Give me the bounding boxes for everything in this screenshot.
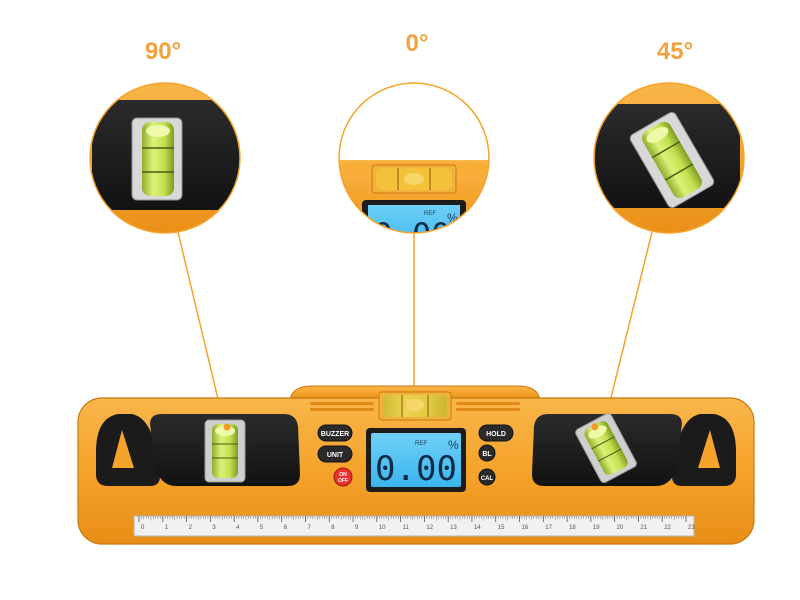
leader-line-left [177,231,225,425]
angle-label-90: 90° [144,38,182,65]
lcd-ref-label: REF [415,441,427,447]
ruler-number: 19 [593,525,600,531]
zoom-lcd-reading: 0.00 [373,216,450,254]
vial-90-degree [204,419,246,483]
ruler-number: 21 [640,525,647,531]
ruler-number: 14 [474,525,481,531]
ruler-number: 0 [141,525,145,531]
ruler-ticks [138,516,687,522]
angle-label-0: 0° [405,30,429,57]
ruler-number: 10 [379,525,386,531]
vial-45-degree [575,413,637,483]
ruler-number: 17 [545,525,552,531]
ruler-number: 6 [284,525,288,531]
ruler-number: 22 [664,525,671,531]
zoom-lcd-ref-label: REF [424,211,436,217]
unit-button-label: UNIT [327,452,344,459]
ruler-number: 11 [403,525,410,531]
ruler-number: 15 [498,525,505,531]
ruler-number: 18 [569,525,576,531]
backlight-button[interactable]: BL [478,444,496,462]
ruler-number: 23 [688,525,695,531]
power-button-off-label: OFF [338,478,348,484]
ruler-number: 5 [260,525,264,531]
zoom-circle-0: REF % 0.00 [338,82,490,254]
ruler-number: 4 [236,525,240,531]
hold-button[interactable]: HOLD [478,424,514,442]
ruler-number: 13 [450,525,457,531]
lcd-reading: 0.00 [375,449,457,489]
ruler-number: 9 [355,525,359,531]
backlight-button-label: BL [482,451,492,458]
buzzer-button[interactable]: BUZZER [317,424,353,442]
ruler-number: 20 [617,525,624,531]
ruler-number: 3 [212,525,216,531]
zoom-circle-45 [593,82,745,234]
zoom-lcd-unit-symbol: % [447,211,458,225]
ruler-number: 8 [331,525,335,531]
digital-level: REF % 0.00 BUZZER UNIT ON OFF HOLD BL CA… [77,385,755,545]
ruler-number: 16 [522,525,529,531]
ruler-number: 7 [307,525,311,531]
ruler-number: 2 [189,525,193,531]
calibrate-button[interactable]: CAL [478,468,496,486]
power-button[interactable]: ON OFF [333,467,353,487]
leader-line-right [603,231,653,427]
ruler-strip [133,515,695,537]
lcd-screen [371,433,461,487]
unit-button[interactable]: UNIT [317,445,353,463]
zoom-circle-90 [89,82,241,234]
angle-label-45: 45° [656,38,694,65]
hold-button-label: HOLD [486,431,506,438]
lcd-unit-symbol: % [448,438,459,452]
ruler-number: 1 [165,525,169,531]
calibrate-button-label: CAL [481,476,494,482]
ruler-number: 12 [426,525,433,531]
vial-0-degree [378,391,452,421]
power-button-on-label: ON [339,472,347,478]
buzzer-button-label: BUZZER [321,431,349,438]
